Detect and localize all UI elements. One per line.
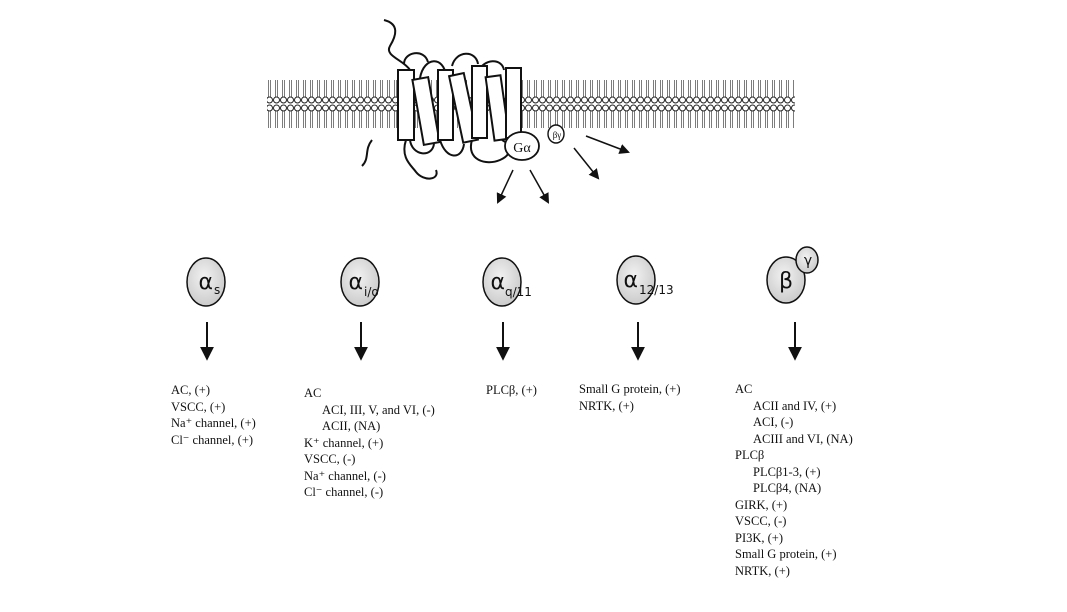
effector-arrows [207,322,795,358]
subunit-alpha-1213: α 12/13 [617,256,674,304]
effector-list-alpha-1213: Small G protein, (+)NRTK, (+) [579,381,680,414]
effector-item: Cl⁻ channel, (+) [171,432,256,449]
membrane-bilayer [267,76,795,128]
effector-item: VSCC, (-) [304,451,435,468]
subunit-subscript: q/11 [505,285,532,299]
effector-list-alpha-s: AC, (+)VSCC, (+)Na⁺ channel, (+)Cl⁻ chan… [171,382,256,448]
subunit-subscript: 12/13 [639,283,674,297]
g-alpha-label: Gα [513,141,531,156]
effector-item: PLCβ [735,447,853,464]
effector-item: NRTK, (+) [735,563,853,580]
effector-item: VSCC, (+) [171,399,256,416]
effector-item: PLCβ1-3, (+) [735,464,853,481]
g-betagamma-membrane: βγ [548,125,564,143]
subunit-beta-gamma: β γ [767,247,818,303]
effector-item: Small G protein, (+) [579,381,680,398]
effector-item: ACIII and VI, (NA) [735,431,853,448]
effector-item: ACI, (-) [735,414,853,431]
subunit-symbol: α [198,270,213,295]
effector-item: K⁺ channel, (+) [304,435,435,452]
subunit-symbol: α [623,268,638,293]
subunit-symbol: α [490,270,505,295]
effector-item: ACI, III, V, and VI, (-) [304,402,435,419]
effector-item: Cl⁻ channel, (-) [304,484,435,501]
effector-item: ACII, (NA) [304,418,435,435]
subunit-subscript: i/o [364,285,379,299]
subunit-alpha-q11: α q/11 [483,258,532,306]
effector-list-alpha-q11: PLCβ, (+) [486,382,537,399]
effector-item: PLCβ4, (NA) [735,480,853,497]
effector-item: GIRK, (+) [735,497,853,514]
effector-item: PI3K, (+) [735,530,853,547]
subunit-alpha-io: α i/o [341,258,379,306]
effector-item: AC, (+) [171,382,256,399]
effector-item: Na⁺ channel, (-) [304,468,435,485]
effector-item: Small G protein, (+) [735,546,853,563]
subunit-alpha-s: α s [187,258,225,306]
effector-item: PLCβ, (+) [486,382,537,399]
effector-item: AC [304,385,435,402]
subunit-symbol-gamma: γ [804,253,812,269]
effector-item: NRTK, (+) [579,398,680,415]
effector-item: VSCC, (-) [735,513,853,530]
effector-item: Na⁺ channel, (+) [171,415,256,432]
g-betagamma-label: βγ [553,130,562,140]
subunit-symbol: β [779,269,793,294]
g-alpha-membrane: Gα [505,132,539,160]
subunit-symbol: α [348,270,363,295]
effector-item: ACII and IV, (+) [735,398,853,415]
effector-item: AC [735,381,853,398]
subunit-subscript: s [214,283,220,297]
